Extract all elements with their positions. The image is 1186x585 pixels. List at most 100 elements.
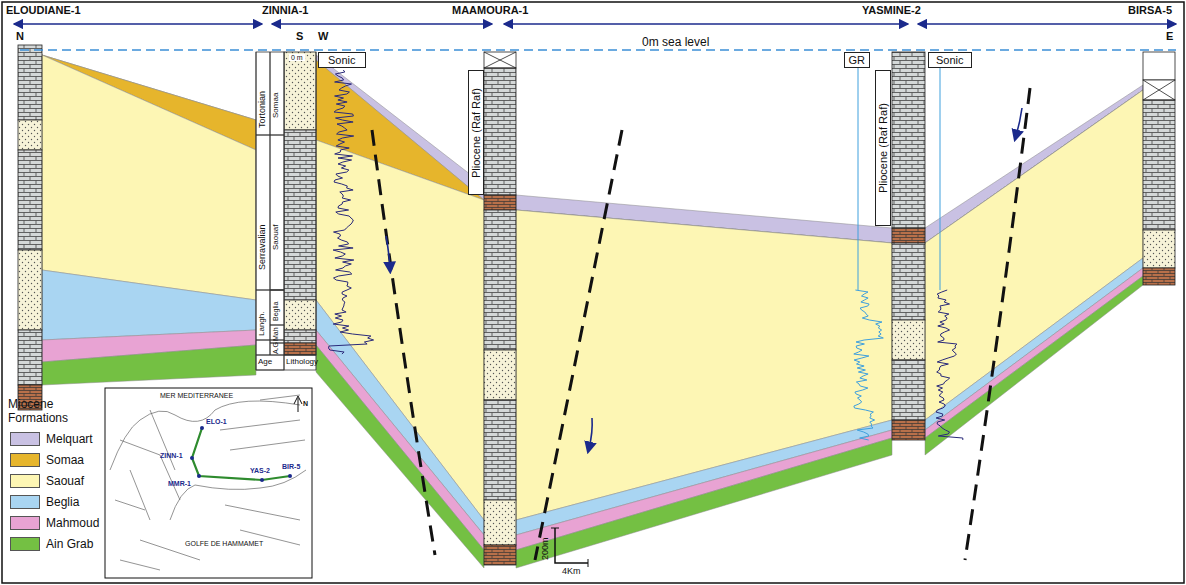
well-name: ELOUDIANE-1 xyxy=(6,5,81,16)
map-label: MER MEDITERRANEE xyxy=(160,392,233,399)
well-log xyxy=(854,290,884,440)
column-label: Lithology xyxy=(286,358,318,366)
lithology-interval xyxy=(18,250,42,330)
legend-text: Melquart xyxy=(46,433,93,445)
lithology-interval xyxy=(892,420,925,440)
formation-layer xyxy=(925,268,1143,438)
lithology-interval xyxy=(18,45,42,120)
lithology-interval xyxy=(1143,52,1175,80)
box-text: Pliocene (Raf Raf) xyxy=(471,88,482,178)
scale-label: 4Km xyxy=(562,567,581,576)
legend-text: Somaa xyxy=(46,454,84,466)
box-text: Pliocene (Raf Raf) xyxy=(878,103,889,193)
lithology-interval xyxy=(892,243,925,320)
map-label: N xyxy=(303,400,308,407)
lithology-interval xyxy=(892,52,925,228)
map-label: YAS-2 xyxy=(250,467,270,474)
lithology-interval xyxy=(18,330,42,385)
well-name: MAAMOURA-1 xyxy=(452,5,528,16)
legend-swatch xyxy=(10,495,40,509)
orientation-letter: N xyxy=(16,31,24,42)
age-divider xyxy=(256,52,316,355)
log-label-box: GR xyxy=(844,52,870,68)
map-label: GOLFE DE HAMMAMET xyxy=(185,540,263,547)
legend-text: Saouaf xyxy=(46,475,84,487)
well-name: YASMINE-2 xyxy=(862,5,921,16)
map-label: ELO-1 xyxy=(206,418,227,425)
orientation-letter: E xyxy=(1166,31,1173,42)
column-label: Tortonian xyxy=(258,91,267,128)
box-text: Sonic xyxy=(328,55,356,66)
lithology-interval xyxy=(18,120,42,150)
legend-swatch xyxy=(10,453,40,467)
formation-layer xyxy=(516,430,892,550)
lithology-interval xyxy=(484,545,516,565)
box-text: GR xyxy=(849,55,866,66)
formation-layer xyxy=(925,90,1143,420)
formation-layer xyxy=(42,55,256,300)
log-track xyxy=(858,68,940,290)
formation-layer xyxy=(925,276,1143,455)
legend-swatch xyxy=(10,432,40,446)
lithology-interval xyxy=(284,52,316,130)
column-label: Saouaf xyxy=(272,225,280,250)
interval-box: Pliocene (Raf Raf) xyxy=(468,70,484,195)
legend-text: Beglia xyxy=(46,496,79,508)
well-name: BIRSA-5 xyxy=(1128,5,1172,16)
well-name: ZINNIA-1 xyxy=(262,5,308,16)
legend-text: Ain Grab xyxy=(46,538,93,550)
column-label: 0 m xyxy=(289,54,305,61)
well-log xyxy=(936,290,963,440)
lithology-interval xyxy=(18,150,42,250)
map-label: ZINN-1 xyxy=(160,452,183,459)
cased-interval xyxy=(1143,80,1175,100)
lithology-interval xyxy=(1143,100,1175,230)
scale-label: 200m xyxy=(541,537,550,560)
column-label: 0m sea level xyxy=(640,36,711,48)
legend-swatch xyxy=(10,516,40,530)
legend-swatch xyxy=(10,537,40,551)
orientation-letter: W xyxy=(318,31,328,42)
lithology-interval xyxy=(892,320,925,360)
cased-interval xyxy=(484,52,516,68)
formation-layer xyxy=(316,345,484,568)
column-label: Beglia xyxy=(272,302,279,321)
lithology-interval xyxy=(284,330,316,343)
column-label: Somaa xyxy=(272,93,280,118)
lithology-interval xyxy=(1143,80,1175,100)
lithology-interval xyxy=(892,360,925,420)
lithology-interval xyxy=(484,400,516,500)
lithology-interval xyxy=(1143,268,1175,285)
formation-layer xyxy=(42,345,256,385)
column-label: A.G xyxy=(272,342,279,354)
lithology-interval xyxy=(484,350,516,400)
lithology-interval xyxy=(284,300,316,330)
formation-layer xyxy=(316,330,484,550)
legend-swatch xyxy=(10,474,40,488)
box-text: Sonic xyxy=(936,55,964,66)
legend-text: Mahmoud xyxy=(46,517,99,529)
column-label: Mah xyxy=(272,327,279,341)
map-label: BIR-5 xyxy=(282,463,300,470)
column-label: Age xyxy=(258,358,272,366)
map-label: MMR-1 xyxy=(168,480,191,487)
log-label-box: Sonic xyxy=(928,52,972,68)
lithology-interval xyxy=(892,228,925,243)
column-label: Langh. xyxy=(258,312,266,336)
orientation-letter: S xyxy=(296,31,303,42)
lithology-interval xyxy=(484,210,516,350)
lithology-interval xyxy=(484,52,516,68)
formation-layer xyxy=(516,438,892,568)
well-log xyxy=(329,70,374,354)
formation-layer xyxy=(925,258,1143,430)
column-label: Serravalian xyxy=(258,224,267,270)
scale-label: Miocene Formations xyxy=(8,398,98,426)
lithology-interval xyxy=(284,343,316,355)
lithology-interval xyxy=(284,130,316,300)
formation-layer xyxy=(42,270,256,340)
lithology-interval xyxy=(484,500,516,545)
log-label-box: Sonic xyxy=(318,52,366,68)
interval-box: Pliocene (Raf Raf) xyxy=(875,70,891,226)
